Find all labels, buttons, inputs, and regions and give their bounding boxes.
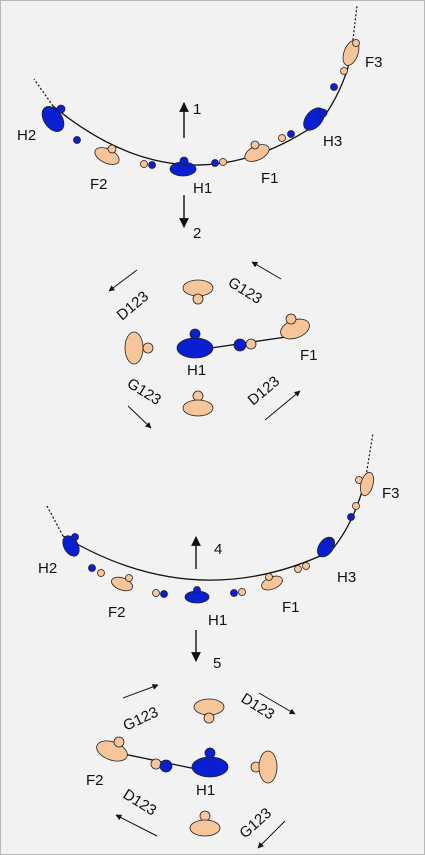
arrow-g123-top-left bbox=[122, 684, 159, 699]
label-h1-2: H1 bbox=[187, 362, 206, 379]
label-f2: F2 bbox=[90, 176, 108, 193]
label-g123-bottom-left: G123 bbox=[124, 375, 164, 409]
label-d123-top-left: D123 bbox=[114, 288, 152, 324]
label-g123-top-right: G123 bbox=[225, 274, 265, 308]
arrow-d123-top-right bbox=[258, 692, 296, 715]
label-h2-3: H2 bbox=[38, 560, 57, 577]
f1-orbital-2 bbox=[245, 313, 310, 350]
label-f1-2: F1 bbox=[300, 347, 318, 364]
h2-orbital bbox=[41, 104, 81, 144]
h1-orbital-2 bbox=[176, 328, 247, 359]
h3-orbital-3 bbox=[317, 513, 355, 558]
top-fragment-orbital-4 bbox=[193, 698, 225, 724]
chain-curve-3 bbox=[62, 475, 367, 581]
f2-orbital-3 bbox=[97, 569, 168, 598]
arrow-g123-bottom-left bbox=[127, 405, 152, 429]
arrow-g123-top-right bbox=[251, 261, 282, 280]
arrow-down-2-label: 2 bbox=[193, 225, 201, 242]
label-d123-bottom-left: D123 bbox=[120, 786, 159, 819]
left-fragment-orbital bbox=[124, 331, 154, 365]
label-h1: H1 bbox=[193, 180, 212, 197]
label-f3-3: F3 bbox=[382, 485, 400, 502]
f1-orbital bbox=[211, 140, 270, 167]
arrow-up-1-label: 1 bbox=[193, 101, 201, 118]
dashed-end-left-1 bbox=[33, 78, 54, 107]
arrow-d123-bottom-right bbox=[264, 390, 301, 421]
f3-orbital-3 bbox=[352, 471, 374, 510]
top-fragment-orbital bbox=[182, 279, 214, 305]
label-f3: F3 bbox=[365, 54, 383, 71]
h1-orbital-4 bbox=[159, 747, 229, 778]
panel-3: 4 5 H2 F2 H1 F1 H3 F3 bbox=[38, 432, 400, 672]
label-g123-top-left: G123 bbox=[121, 704, 161, 735]
label-f2-3: F2 bbox=[108, 604, 126, 621]
label-h3-3: H3 bbox=[337, 569, 356, 586]
label-d123-bottom-right: D123 bbox=[245, 373, 283, 409]
arrow-up-4-label: 4 bbox=[214, 541, 222, 558]
label-f1: F1 bbox=[261, 170, 279, 187]
label-h3: H3 bbox=[323, 133, 342, 150]
f2-orbital bbox=[94, 144, 156, 169]
h3-orbital bbox=[278, 83, 338, 142]
arrow-g123-bottom-right bbox=[257, 820, 286, 849]
f2-orbital-4 bbox=[96, 736, 162, 770]
label-d123-top-right: D123 bbox=[238, 690, 277, 723]
panel-2: D123 G123 G123 D123 H1 F1 bbox=[108, 261, 318, 429]
label-h1-4: H1 bbox=[196, 782, 215, 799]
dashed-end-right-3 bbox=[365, 432, 374, 477]
panel-4: G123 D123 D123 G123 F2 H1 bbox=[86, 684, 296, 849]
bottom-fragment-orbital-4 bbox=[189, 810, 221, 837]
h2-orbital-3 bbox=[62, 533, 96, 572]
f1-orbital-3 bbox=[230, 562, 310, 597]
dashed-end-left-3 bbox=[46, 505, 64, 537]
panel-1: 1 2 H2 F2 H1 F1 H3 F3 bbox=[17, 5, 383, 242]
bottom-fragment-orbital bbox=[182, 390, 214, 417]
label-f2-4: F2 bbox=[86, 772, 104, 789]
arrow-down-5-label: 5 bbox=[213, 655, 221, 672]
arrow-d123-top-left bbox=[108, 269, 138, 292]
h1-orbital-3 bbox=[184, 586, 210, 604]
label-h2: H2 bbox=[17, 127, 36, 144]
right-fragment-orbital-4 bbox=[250, 750, 278, 784]
arrow-d123-bottom-left bbox=[115, 814, 158, 837]
label-f1-3: F1 bbox=[282, 599, 300, 616]
label-h1-3: H1 bbox=[208, 612, 227, 629]
f3-orbital bbox=[340, 39, 360, 75]
h1-orbital bbox=[169, 156, 197, 177]
